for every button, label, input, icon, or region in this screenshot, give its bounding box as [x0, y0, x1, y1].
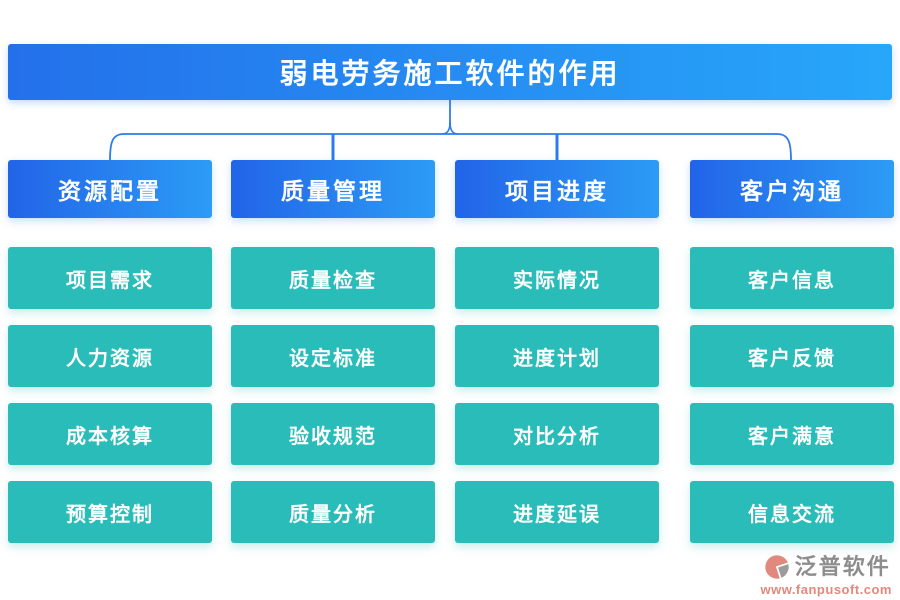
- column-customer-communication: 客户沟通 客户信息 客户反馈 客户满意 信息交流: [690, 160, 894, 543]
- connector-lines: [109, 100, 792, 161]
- column-project-progress: 项目进度 实际情况 进度计划 对比分析 进度延误: [455, 160, 659, 543]
- column-header-customer-communication: 客户沟通: [690, 160, 894, 218]
- node-quality-inspection: 质量检查: [231, 247, 435, 309]
- node-comparative-analysis: 对比分析: [455, 403, 659, 465]
- node-project-requirements: 项目需求: [8, 247, 212, 309]
- column-header-project-progress: 项目进度: [455, 160, 659, 218]
- column-quality-management: 质量管理 质量检查 设定标准 验收规范 质量分析: [231, 160, 435, 543]
- node-cost-accounting: 成本核算: [8, 403, 212, 465]
- brand-name: 泛普软件: [794, 554, 891, 579]
- node-set-standards: 设定标准: [231, 325, 435, 387]
- brand-url: www.fanpusoft.com: [760, 582, 892, 597]
- column-header-quality-management: 质量管理: [231, 160, 435, 218]
- fanpu-logo-icon: [763, 553, 791, 581]
- brand-footer: 泛普软件 www.fanpusoft.com: [760, 552, 892, 597]
- node-actual-situation: 实际情况: [455, 247, 659, 309]
- diagram-title: 弱电劳务施工软件的作用: [8, 44, 892, 100]
- node-budget-control: 预算控制: [8, 481, 212, 543]
- column-header-resource-allocation: 资源配置: [8, 160, 212, 218]
- node-schedule-delay: 进度延误: [455, 481, 659, 543]
- node-customer-info: 客户信息: [690, 247, 894, 309]
- node-customer-feedback: 客户反馈: [690, 325, 894, 387]
- node-schedule-plan: 进度计划: [455, 325, 659, 387]
- node-acceptance-specs: 验收规范: [231, 403, 435, 465]
- node-human-resources: 人力资源: [8, 325, 212, 387]
- node-quality-analysis: 质量分析: [231, 481, 435, 543]
- node-customer-satisfaction: 客户满意: [690, 403, 894, 465]
- node-information-exchange: 信息交流: [690, 481, 894, 543]
- column-resource-allocation: 资源配置 项目需求 人力资源 成本核算 预算控制: [8, 160, 212, 543]
